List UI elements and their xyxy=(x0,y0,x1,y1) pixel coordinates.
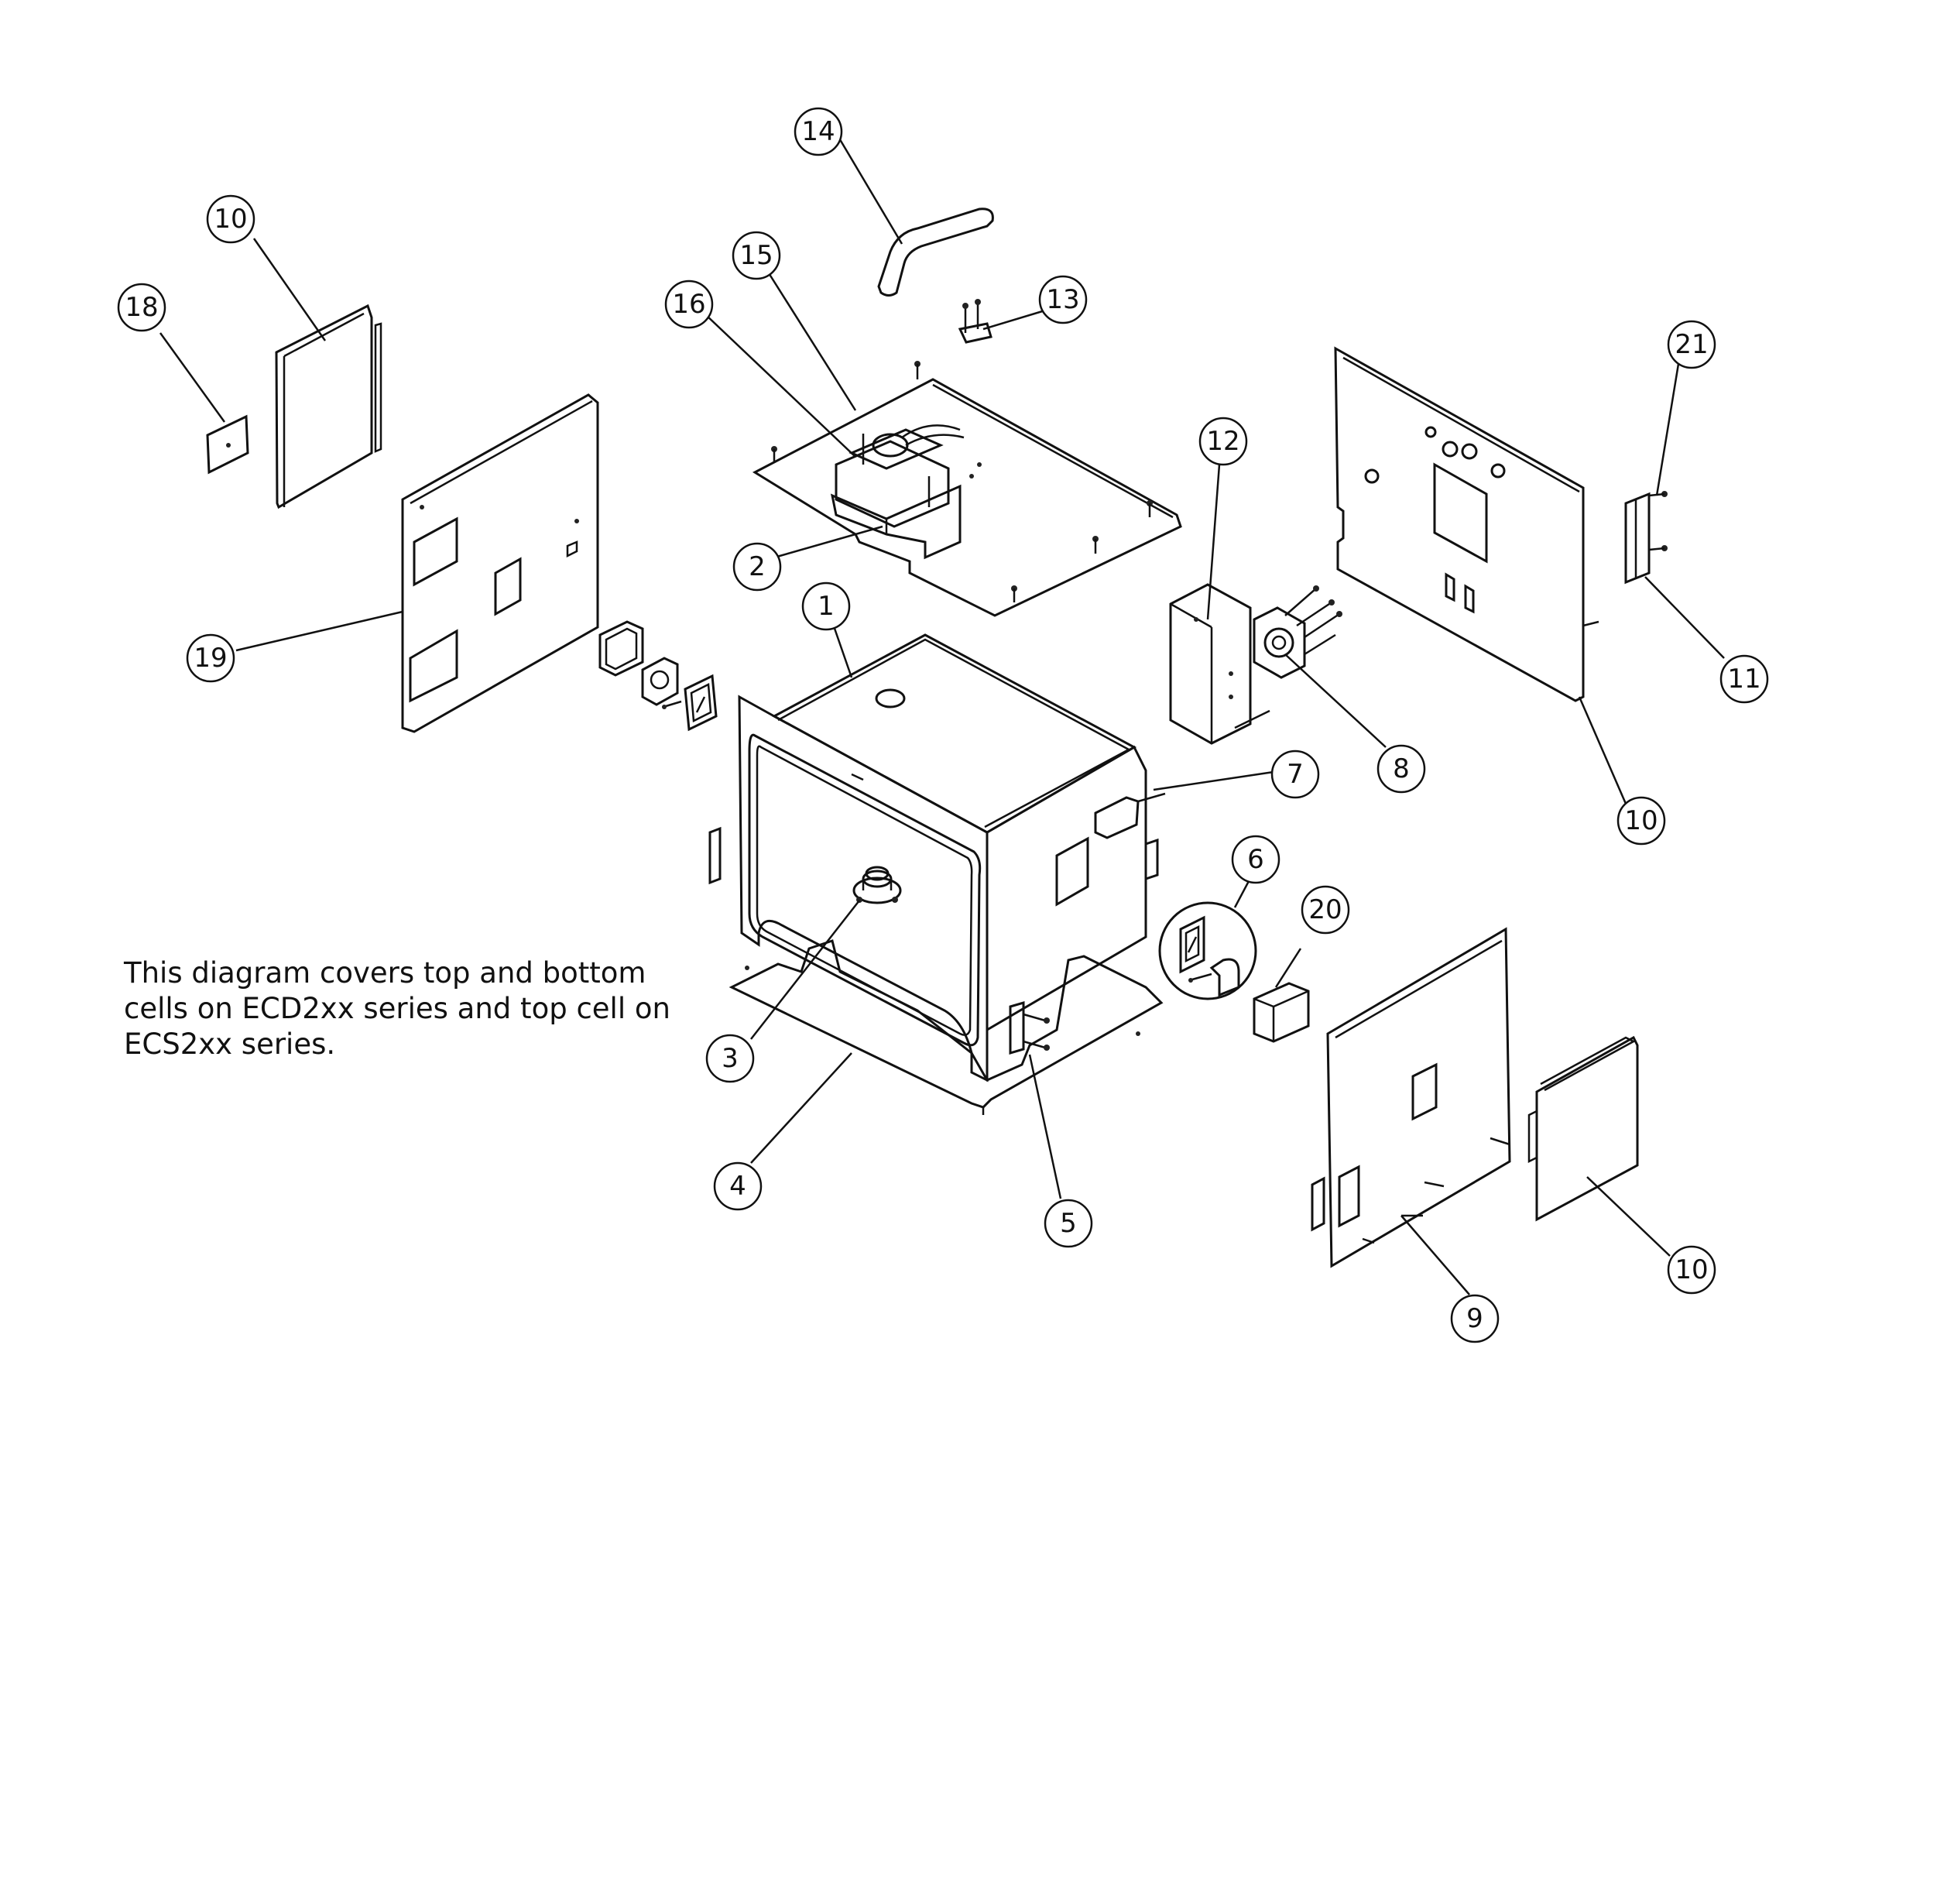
svg-text:5: 5 xyxy=(1060,1208,1077,1239)
svg-text:1: 1 xyxy=(818,591,835,622)
svg-text:18: 18 xyxy=(125,292,158,323)
part-14-bracket xyxy=(958,299,992,344)
svg-text:20: 20 xyxy=(1308,894,1342,925)
svg-text:15: 15 xyxy=(739,240,773,271)
part-11-rear-panel xyxy=(1334,346,1599,702)
svg-text:7: 7 xyxy=(1287,759,1304,790)
svg-text:10: 10 xyxy=(1675,1254,1708,1285)
svg-text:11: 11 xyxy=(1727,664,1760,695)
svg-text:16: 16 xyxy=(672,289,705,320)
part-18-plate xyxy=(206,414,249,475)
svg-text:19: 19 xyxy=(194,643,227,674)
callout-14: 13 xyxy=(1038,275,1088,324)
part-10-side-panel-left xyxy=(275,304,382,509)
callout-19: 19 xyxy=(186,633,235,683)
callout-9: 9 xyxy=(1450,1294,1500,1343)
part-8-selector-switch xyxy=(1253,585,1342,679)
svg-text:21: 21 xyxy=(1675,329,1708,360)
part-15-hose xyxy=(877,208,994,297)
callout-4: 4 xyxy=(713,1161,763,1211)
svg-text:14: 14 xyxy=(801,116,835,147)
callout-21: 21 xyxy=(1667,320,1716,369)
callout-2: 2 xyxy=(732,542,782,592)
coverage-note-line-1: This diagram covers top and bottom xyxy=(124,956,646,990)
svg-text:4: 4 xyxy=(729,1171,746,1202)
part-light-socket-left xyxy=(598,620,718,732)
callout-16: 15 xyxy=(732,231,781,280)
leader-lines xyxy=(159,123,1725,1295)
callout-18: 18 xyxy=(117,283,166,332)
callout-12: 11 xyxy=(1719,654,1769,704)
callout-10-bottom: 10 xyxy=(1667,1245,1716,1295)
svg-text:9: 9 xyxy=(1466,1303,1483,1334)
svg-text:2: 2 xyxy=(749,551,766,582)
callout-20: 20 xyxy=(1301,885,1350,935)
svg-text:13: 13 xyxy=(1046,284,1079,315)
part-9-panel xyxy=(1311,927,1511,1268)
callout-15: 14 xyxy=(794,107,843,156)
callout-8: 8 xyxy=(1376,744,1426,794)
part-13-switch-plate xyxy=(1169,583,1270,745)
part-1-oven-cavity xyxy=(708,633,1166,1082)
callout-7: 7 xyxy=(1270,750,1320,799)
callout-6: 6 xyxy=(1231,835,1280,884)
part-16-top-plate xyxy=(752,361,1182,617)
part-17-fan-motor xyxy=(835,424,965,528)
part-6-light-assembly xyxy=(1158,901,1257,1000)
svg-text:12: 12 xyxy=(1206,426,1239,457)
callout-3: 3 xyxy=(705,1034,755,1083)
svg-text:6: 6 xyxy=(1247,844,1264,875)
coverage-note: This diagram covers top and bottom cells… xyxy=(124,955,712,1062)
callout-10-top: 10 xyxy=(206,194,255,244)
svg-text:10: 10 xyxy=(214,204,247,235)
part-10-side-panel-right xyxy=(1527,1035,1639,1222)
svg-text:3: 3 xyxy=(722,1043,739,1074)
part-20-box xyxy=(1253,982,1310,1043)
callout-5: 5 xyxy=(1044,1199,1093,1248)
coverage-note-line-2: cells on ECD2xx series and top cell on xyxy=(124,992,670,1025)
part-5-bracket xyxy=(1009,1000,1050,1055)
coverage-note-line-3: ECS2xx series. xyxy=(124,1027,336,1061)
part-12-bracket xyxy=(1624,491,1668,585)
part-19-side-panel xyxy=(401,393,599,733)
part-4-bottom-plate xyxy=(729,939,1164,1115)
callout-17: 16 xyxy=(664,280,714,329)
callout-1: 1 xyxy=(801,581,851,631)
part-2-fan-housing xyxy=(830,484,962,560)
callout-11: 10 xyxy=(1616,796,1666,846)
svg-text:10: 10 xyxy=(1624,805,1658,836)
svg-text:8: 8 xyxy=(1393,753,1410,784)
callout-13: 12 xyxy=(1198,417,1248,466)
part-3-fan-baffle xyxy=(852,866,902,904)
